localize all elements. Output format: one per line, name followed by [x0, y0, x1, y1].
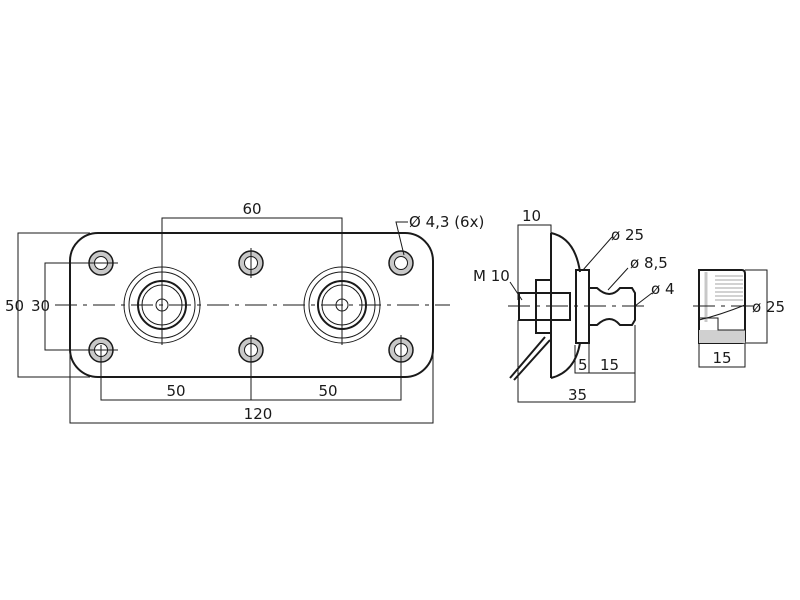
dim-10: 10	[522, 207, 541, 225]
end-dia-25: ø 25	[752, 298, 785, 316]
front-view: 60 50 30 50 50 120 Ø 4,3 (6x)	[5, 200, 484, 424]
dia-4: ø 4	[651, 280, 675, 298]
dim-50-height: 50	[5, 297, 24, 315]
dia-8-5: ø 8,5	[630, 254, 668, 272]
side-view: 10 M 10 ø 25 ø 8,5 ø 4 5 15 35	[473, 207, 675, 404]
dim-30: 30	[31, 297, 50, 315]
dia-25: ø 25	[611, 226, 644, 244]
dimension-lines	[17, 217, 434, 424]
dim-50-left: 50	[166, 382, 185, 400]
dim-50-right: 50	[318, 382, 337, 400]
release-tab	[509, 336, 551, 381]
dim-60: 60	[242, 200, 261, 218]
end-view: ø 25 15	[693, 269, 785, 368]
dim-15: 15	[600, 356, 619, 374]
hole-callout: Ø 4,3 (6x)	[409, 213, 484, 231]
thread-size: M 10	[473, 267, 510, 285]
suction-cup-profile	[550, 232, 581, 379]
dim-120: 120	[244, 405, 273, 423]
dim-35: 35	[568, 386, 587, 404]
dim-5: 5	[578, 356, 588, 374]
end-dim-15: 15	[712, 349, 731, 367]
